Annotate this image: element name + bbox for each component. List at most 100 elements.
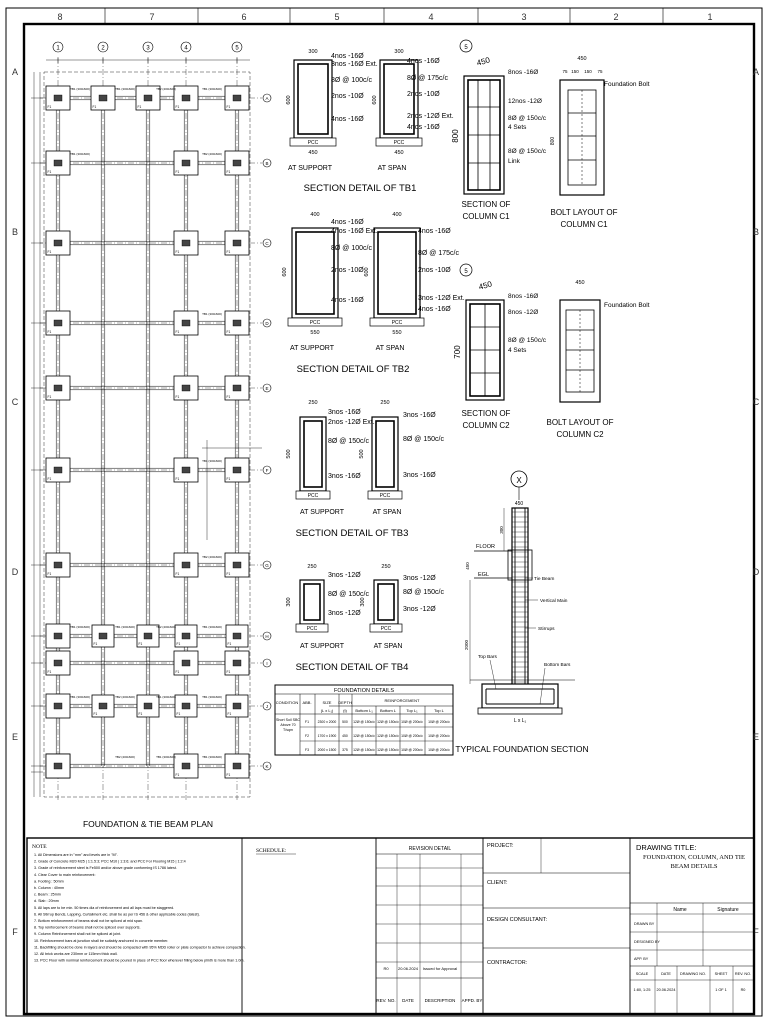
- footing-label: F1: [48, 395, 52, 399]
- svg-text:Bottom L₁: Bottom L₁: [355, 708, 373, 713]
- column-stub: [53, 319, 63, 327]
- tie-beam-tag: TB2 (400x600): [156, 87, 176, 91]
- svg-text:1:80, 1:25: 1:80, 1:25: [634, 988, 651, 992]
- grid-label: 4: [184, 46, 188, 52]
- tb4-section-detail: PCC 250 300 AT SUPPORT PCC 250 300 AT SP…: [286, 564, 444, 673]
- table-cell: 10Ø @ 200c/c: [428, 748, 450, 752]
- svg-text:FLOOR: FLOOR: [476, 544, 495, 550]
- svg-text:550: 550: [310, 330, 319, 336]
- note-line: 9. Column Reinforcement shall not be spl…: [34, 932, 121, 936]
- grid-bubble: [262, 560, 272, 570]
- tb2-span-section: PCC 400 550 600 AT SPAN: [364, 212, 425, 352]
- typical-foundation-section: X 450 FLOOR EGL L x L₁ 300 450 2000: [455, 470, 589, 754]
- tb1-callouts: 4nos -16Ø 3nos -16Ø Ext. 8Ø @ 100c/c 2no…: [331, 53, 454, 131]
- svg-text:COLUMN C2: COLUMN C2: [556, 430, 604, 439]
- svg-text:X: X: [516, 476, 522, 485]
- column-stub: [232, 702, 242, 710]
- footing-label: F1: [227, 250, 231, 254]
- svg-text:DRAWN BY: DRAWN BY: [634, 922, 655, 926]
- svg-text:SECTION OF: SECTION OF: [462, 409, 511, 418]
- svg-text:APP. BY: APP. BY: [634, 957, 649, 961]
- grid-label: H: [265, 634, 268, 639]
- svg-text:8Ø @ 100c/c: 8Ø @ 100c/c: [331, 245, 372, 252]
- grid-bubble: [262, 761, 272, 771]
- svg-text:4nos -16Ø: 4nos -16Ø: [407, 124, 440, 131]
- side-zone-marks: A B C D E F A B C D E F: [12, 67, 760, 937]
- svg-text:PCC: PCC: [380, 493, 391, 499]
- zone-mark: 1: [707, 12, 712, 22]
- svg-text:DESIGN CONSULTANT:: DESIGN CONSULTANT:: [487, 917, 547, 923]
- svg-text:8Ø @ 150c/c: 8Ø @ 150c/c: [328, 438, 369, 445]
- table-cell: 10Ø @ 200c/c: [401, 720, 423, 724]
- note-line: a. Footing : 50mm: [34, 879, 64, 883]
- svg-text:AT SPAN: AT SPAN: [373, 509, 402, 516]
- svg-text:CONTRACTOR:: CONTRACTOR:: [487, 960, 528, 966]
- note-line: 4. Clear Cover to main reinforcement:: [34, 873, 95, 877]
- zone-mark: D: [12, 567, 19, 577]
- note-line: 11. Backfilling should be done in layers…: [34, 945, 246, 949]
- svg-text:FOUNDATION DETAILS: FOUNDATION DETAILS: [334, 688, 394, 694]
- svg-text:AT SUPPORT: AT SUPPORT: [300, 509, 345, 516]
- tie-beam-tag: TB1 (300x600): [156, 755, 176, 759]
- grid-bubble: [142, 41, 154, 53]
- footing-label: F1: [176, 330, 180, 334]
- svg-text:BOLT LAYOUT OF: BOLT LAYOUT OF: [551, 208, 618, 217]
- table-cell: F2: [305, 734, 309, 738]
- zone-mark: 4: [428, 12, 433, 22]
- svg-text:CLIENT:: CLIENT:: [487, 880, 508, 886]
- note-line: 6. All Stirrup Bends, Lapping, Curtailme…: [34, 912, 200, 916]
- tb1-span-section: PCC 300 450 600 AT SPAN: [372, 49, 423, 172]
- grid-bubble: [262, 238, 272, 248]
- tb1-section-detail: PCC 300 450 600 AT SUPPORT PCC 300 450 6…: [286, 49, 454, 194]
- svg-text:12nos -12Ø: 12nos -12Ø: [508, 98, 542, 105]
- svg-text:R0: R0: [741, 988, 746, 992]
- svg-text:8Ø @ 150c/c: 8Ø @ 150c/c: [508, 148, 547, 155]
- svg-text:APPD. BY: APPD. BY: [462, 998, 483, 1003]
- grid-bubble: [262, 158, 272, 168]
- svg-text:8Ø @ 150c/c: 8Ø @ 150c/c: [403, 589, 444, 596]
- column-stub: [53, 632, 63, 640]
- grid-label: 5: [235, 46, 239, 52]
- column-stub: [232, 659, 242, 667]
- column-c1-bolt-layout: 450 75 150 150 75 800 Foundation Bolt BO…: [550, 56, 650, 229]
- tie-beam-tag: TB2 (400x600): [115, 695, 135, 699]
- column-stub: [181, 466, 191, 474]
- column-stub: [53, 384, 63, 392]
- zone-mark: F: [753, 927, 759, 937]
- footing-label: F1: [139, 712, 143, 716]
- tb4-support-section: PCC 250 300 AT SUPPORT: [286, 564, 345, 650]
- svg-text:REINFORCEMENT: REINFORCEMENT: [385, 698, 420, 703]
- tb3-callouts: 3nos -16Ø 2nos -12Ø Ext. 8Ø @ 150c/c 3no…: [328, 409, 444, 480]
- svg-text:600: 600: [282, 267, 288, 276]
- svg-text:PCC: PCC: [308, 493, 319, 499]
- tie-beam-tag: TB1 (300x600): [70, 152, 90, 156]
- column-stub: [232, 632, 242, 640]
- bottom-dim: 450: [394, 150, 403, 156]
- svg-text:COLUMN C1: COLUMN C1: [560, 220, 608, 229]
- svg-text:BOLT LAYOUT OF: BOLT LAYOUT OF: [547, 418, 614, 427]
- svg-text:5: 5: [464, 45, 468, 51]
- table-cell: 375: [342, 748, 348, 752]
- svg-text:4 Sets: 4 Sets: [508, 347, 527, 354]
- tb3-section-detail: PCC 250 500 AT SUPPORT PCC 250 500 AT SP…: [286, 400, 444, 539]
- column-stub: [181, 94, 191, 102]
- footing-label: F1: [177, 712, 181, 716]
- grid-label: 3: [146, 46, 150, 52]
- width-dim: 300: [394, 49, 403, 55]
- svg-text:450: 450: [577, 56, 586, 62]
- zone-mark: 2: [613, 12, 618, 22]
- footing-label: F1: [48, 105, 52, 109]
- svg-text:3nos -16Ø Ext.: 3nos -16Ø Ext.: [331, 61, 378, 68]
- zone-mark: A: [12, 67, 18, 77]
- typical-title: TYPICAL FOUNDATION SECTION: [455, 744, 588, 754]
- svg-text:8Ø @ 150c/c: 8Ø @ 150c/c: [403, 436, 444, 443]
- tie-beam-tag: TB1 (300x600): [115, 87, 135, 91]
- column-c2-section: 5 450 700 8nos -16Ø 8nos -12Ø 8Ø @ 150c/…: [453, 263, 547, 430]
- depth-dim: 600: [372, 95, 378, 104]
- column-stub: [181, 632, 191, 640]
- drawing-title: FOUNDATION, COLUMN, AND TIE BEAM DETAILS: [643, 854, 745, 870]
- tie-beam-tag: TB1 (300x600): [202, 312, 222, 316]
- svg-text:700: 700: [453, 345, 462, 359]
- grid-label: B: [265, 161, 268, 166]
- table-cell: 12Ø @ 150c/c: [353, 734, 375, 738]
